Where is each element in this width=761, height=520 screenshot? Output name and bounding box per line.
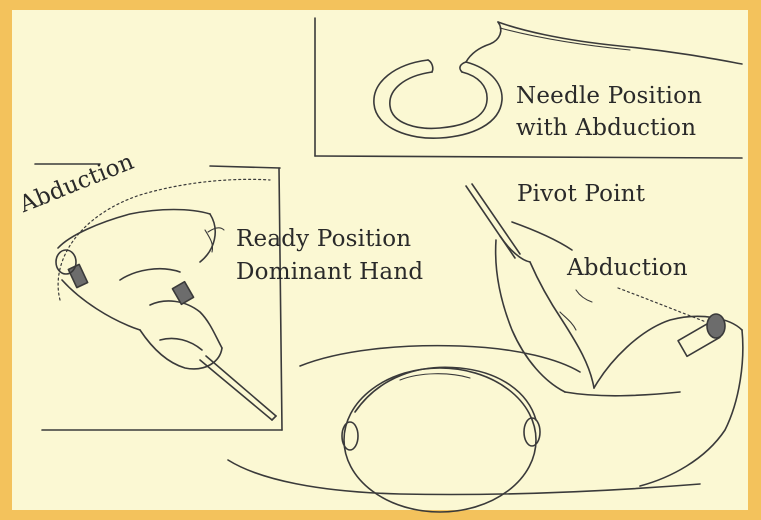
ready-position-label-line1: Ready Position: [236, 225, 411, 253]
ready-position-label-line2: Dominant Hand: [236, 258, 423, 286]
needle-position-label-line2: with Abduction: [516, 114, 696, 142]
ready-position-inset: [35, 164, 282, 430]
abduction-label-right: Abduction: [567, 254, 688, 282]
pivot-point-label: Pivot Point: [517, 180, 645, 208]
needle-position-label-line1: Needle Position: [516, 82, 702, 110]
